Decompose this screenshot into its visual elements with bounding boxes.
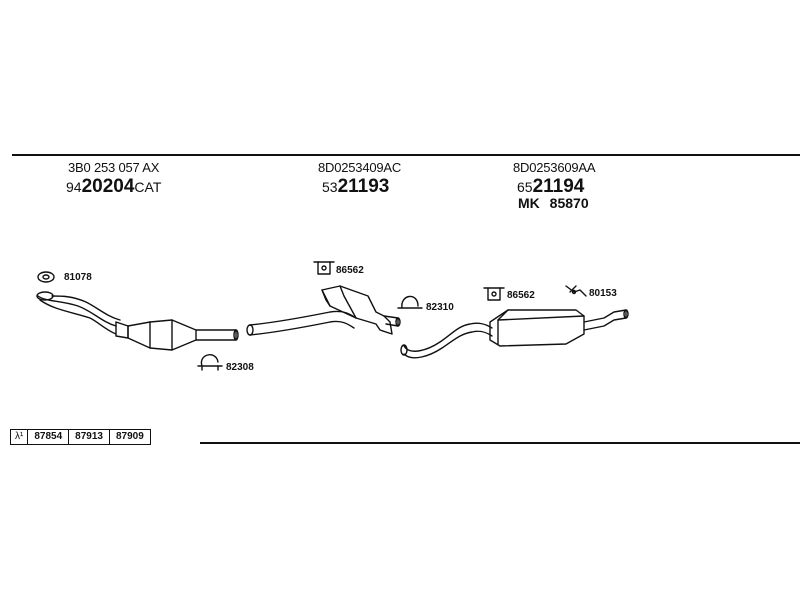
lambda-sensor-table: λ¹ 87854 87913 87909 [10, 429, 151, 445]
callout-clamp-mid: 82310 [426, 302, 454, 313]
hanger-rear-icon [483, 287, 505, 301]
group3-pn-bold: 21194 [532, 176, 585, 197]
ref-table-cell: 87913 [69, 430, 110, 444]
group1-pn-suffix: CAT [134, 179, 162, 195]
middle-pipe-part [246, 310, 357, 336]
callout-clamp-front: 82308 [226, 362, 254, 373]
ref-table-cell: 87909 [115, 431, 144, 442]
bracket-rear-icon [565, 285, 587, 297]
catalytic-converter-part [127, 319, 239, 351]
gasket-icon [37, 271, 55, 283]
group3-ref: 8D0253609AA [513, 160, 596, 175]
hanger-mid-icon [313, 261, 335, 275]
group1-ref: 3B0 253 057 AX [68, 160, 160, 175]
group2-part-number: 5321193 [322, 176, 389, 198]
group3-part-number: 6521194 [517, 176, 584, 198]
ref-table-cell: 87854 [28, 430, 70, 444]
lambda-sensor-icon: λ¹ [11, 430, 29, 444]
bottom-rule [200, 442, 800, 444]
middle-silencer-part [321, 285, 401, 335]
group2-pn-prefix: 53 [322, 179, 338, 195]
group3-kit-number: 85870 [549, 195, 589, 211]
callout-gasket: 81078 [64, 272, 92, 283]
callout-hanger-mid: 86562 [336, 265, 364, 276]
callout-bracket-rear: 80153 [589, 288, 617, 299]
group1-pn-prefix: 94 [66, 179, 82, 195]
group1-pn-bold: 20204 [81, 176, 135, 197]
rear-pipe-part [400, 322, 493, 359]
front-pipe-part [36, 291, 129, 339]
top-rule [12, 154, 800, 156]
group3-pn-prefix: 65 [517, 179, 533, 195]
group3-kit-label: MK [518, 195, 540, 211]
group1-part-number: 9420204CAT [66, 176, 161, 198]
clamp-mid-icon [397, 295, 423, 309]
rear-silencer-part [489, 309, 629, 347]
clamp-front-icon [197, 354, 223, 371]
group3-kit: MK 85870 [518, 195, 589, 211]
group2-ref: 8D0253409AC [318, 160, 402, 175]
callout-hanger-rear: 86562 [507, 290, 535, 301]
group2-pn-bold: 21193 [337, 176, 390, 197]
